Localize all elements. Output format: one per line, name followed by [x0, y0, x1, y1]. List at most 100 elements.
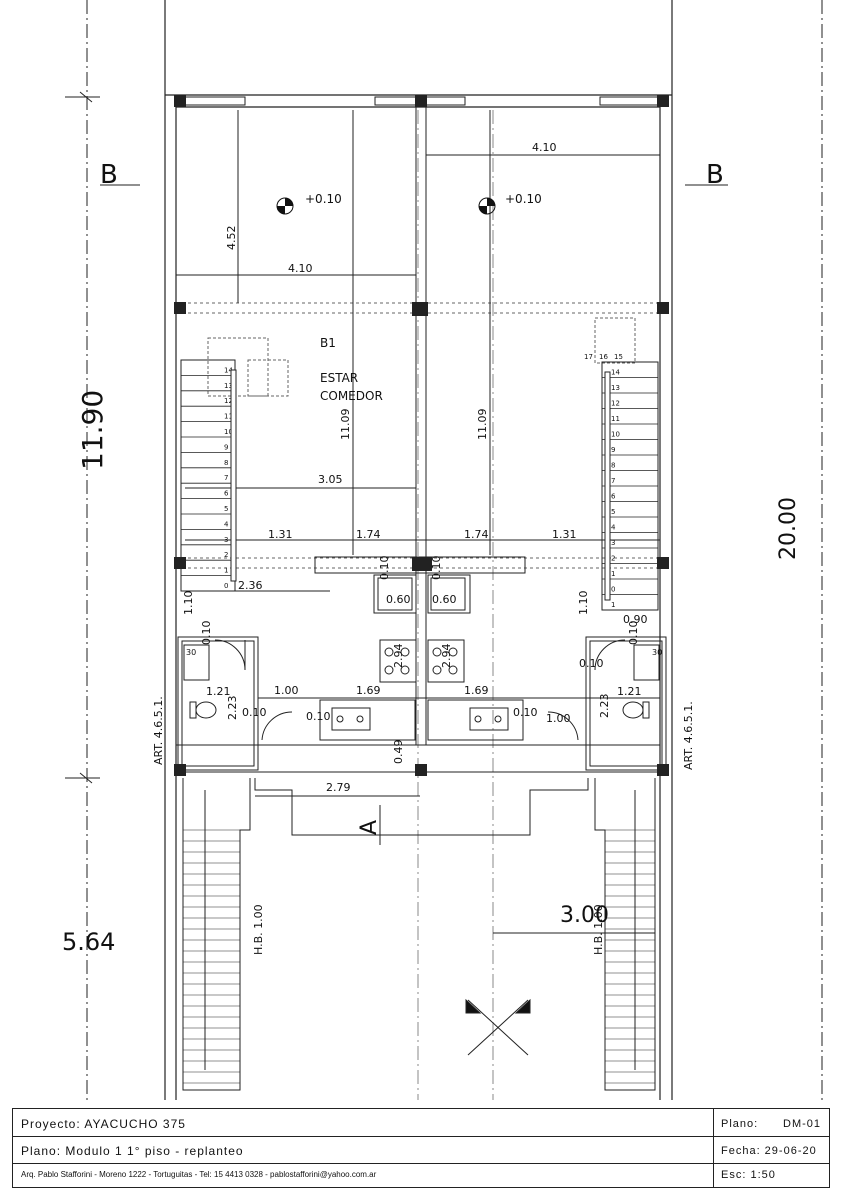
stair-handrail	[604, 371, 611, 601]
cross-symbol	[465, 998, 531, 1056]
dim-label: 1.74	[464, 528, 489, 541]
exterior-walls	[164, 0, 673, 1100]
stair-step-number: 8	[224, 459, 228, 467]
bathroom-left	[177, 636, 293, 771]
dim-label: 4.10	[288, 262, 313, 275]
dim-label: 1.21	[206, 685, 231, 698]
dim-label: 0.10	[378, 556, 391, 581]
balcony-outline	[254, 778, 589, 836]
dim-label: 1.31	[552, 528, 577, 541]
right-edge-label: 20.00	[776, 497, 801, 560]
level-right-label: +0.10	[505, 192, 542, 206]
dim-label: 0.90	[623, 613, 648, 626]
dim-label: 30	[652, 648, 662, 657]
dim-label: 1.69	[356, 684, 381, 697]
stair-step-number: 9	[224, 443, 228, 451]
sheet-value: DM-01	[783, 1118, 822, 1130]
stair-top-outline-right	[594, 317, 636, 364]
level-marker-left	[276, 197, 294, 215]
kitchen-left	[319, 574, 417, 741]
stair-step-number: 2	[611, 555, 615, 563]
lower-stair-right	[594, 778, 656, 1091]
stair-step-number: 11	[611, 415, 620, 423]
stair-step-number: 3	[224, 536, 228, 544]
dim-label: 1.10	[577, 591, 590, 616]
stair-step-number: 4	[224, 520, 229, 528]
dim-label: 1.74	[356, 528, 381, 541]
dim-label: 1.69	[464, 684, 489, 697]
stair-step-number: 8	[611, 462, 615, 470]
stair-step-number: 16	[599, 353, 608, 361]
columns	[174, 95, 669, 776]
level-left-label: +0.10	[305, 192, 342, 206]
stair-step-number: 7	[224, 474, 228, 482]
stair-step-number: 1	[611, 570, 615, 578]
dim-label: 0.60	[386, 593, 411, 606]
dim-label: 4.10	[532, 141, 557, 154]
room-name-1: ESTAR	[320, 371, 358, 385]
stair-step-number: 6	[611, 493, 616, 501]
room-name-2: COMEDOR	[320, 389, 383, 403]
dim-label: 0.60	[432, 593, 457, 606]
dim-label: 0.49	[392, 740, 405, 765]
party-wall	[415, 107, 427, 745]
dim-label: 1.31	[268, 528, 293, 541]
stair-handrail	[230, 369, 237, 582]
plan-title: Plano: Modulo 1 1° piso - replanteo	[21, 1144, 244, 1158]
window-left	[179, 96, 246, 106]
dim-label: 0.10	[579, 657, 604, 670]
stair-step-number: 15	[614, 353, 623, 361]
section-mark-right: B	[706, 160, 724, 190]
stair-step-number: 17	[584, 353, 593, 361]
credits-text: Arq. Pablo Stafforini - Moreno 1222 - To…	[21, 1170, 377, 1179]
stair-step-number: 10	[224, 428, 233, 436]
date-label: Fecha: 29-06-20	[721, 1145, 817, 1157]
stair-step-number: 11	[224, 413, 233, 421]
kitchen-right	[427, 574, 524, 741]
bathroom-right	[547, 636, 667, 771]
dim-label: 3.00	[560, 903, 609, 928]
title-block-divider	[713, 1109, 714, 1187]
stair-step-number: 0	[611, 586, 615, 594]
stair-step-number: 10	[611, 431, 620, 439]
stair-step-number: 12	[611, 400, 620, 408]
dim-label: 1.10	[182, 591, 195, 616]
stair-step-number: 9	[611, 446, 615, 454]
stair-step-number: 4	[611, 524, 616, 532]
hb-note-right: H.B. 1.00	[592, 904, 605, 955]
dimension-labels: 4.10 4.52 4.10 11.09 11.09 3.05 1.31 1.7…	[182, 141, 662, 928]
dim-label: 1.21	[617, 685, 642, 698]
title-row-plan	[13, 1136, 829, 1164]
dim-label: 0.10	[200, 621, 213, 646]
section-mark-a: A	[357, 820, 382, 835]
stair-step-number: 7	[611, 477, 615, 485]
lower-stair-left	[182, 778, 251, 1091]
dim-label: 2.23	[598, 694, 611, 719]
stair-top-outline-left	[207, 337, 289, 397]
dim-label: 2.79	[326, 781, 351, 794]
dim-label: 0.10	[430, 556, 443, 581]
section-mark-left: B	[100, 160, 118, 190]
stair-step-number: 0	[224, 582, 228, 590]
stair-step-number: 14	[611, 369, 620, 377]
depth-lower-label: 5.64	[62, 928, 115, 956]
room-code: B1	[320, 336, 336, 350]
stair-step-number: 3	[611, 539, 615, 547]
dim-label: 2.94	[392, 644, 405, 669]
art-note-right: ART. 4.6.5.1.	[682, 701, 695, 770]
stair-step-number: 13	[224, 382, 233, 390]
stair-step-number: 14	[224, 366, 233, 374]
stair-step-number: 1	[611, 601, 615, 609]
title-row-project	[13, 1109, 829, 1137]
dim-label: 30	[186, 648, 196, 657]
dim-label: 1.00	[274, 684, 299, 697]
dim-label: 1.00	[546, 712, 571, 725]
stair-step-number: 5	[224, 505, 228, 513]
stair-step-number: 6	[224, 490, 229, 498]
dim-label: 11.09	[476, 409, 489, 441]
window-right	[599, 96, 663, 106]
stair-step-number: 12	[224, 397, 233, 405]
